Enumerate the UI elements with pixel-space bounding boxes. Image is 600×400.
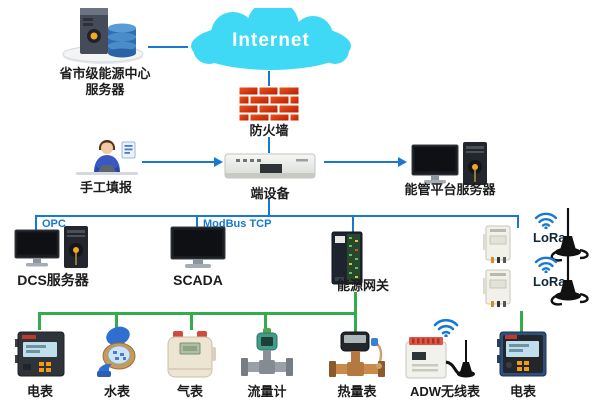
gas-meter-label: 气表 — [176, 384, 203, 399]
gbus-drop-water — [115, 312, 118, 330]
water-meter-icon — [94, 326, 142, 385]
opc-protocol-label: OPC — [42, 218, 66, 230]
lora2-wifi-icon — [533, 253, 559, 278]
center-server-label-line1: 省市级能源中心 — [59, 66, 151, 81]
arrowhead-right-1 — [214, 157, 223, 167]
heat-meter-label: 热量表 — [337, 384, 377, 399]
gbus-drop-flow — [264, 312, 267, 330]
blue-bus — [35, 215, 519, 217]
internet-label: Internet — [232, 30, 310, 51]
flow-meter-label: 流量计 — [247, 384, 287, 399]
gbus-drop-gas — [190, 312, 193, 330]
gbus-drop-elec — [38, 312, 41, 330]
center-server-icon — [60, 6, 146, 71]
center-server-label: 省市级能源中心 服务器 — [30, 66, 180, 99]
center-server-label-line2: 服务器 — [85, 82, 125, 98]
platform-server-icon — [411, 141, 489, 194]
bus-drop-lora1 — [517, 215, 519, 228]
platform-server-label: 能管平台服务器 — [404, 182, 496, 197]
electric-meter-left-label: 电表 — [26, 384, 53, 399]
dcs-server-label: DCS服务器 — [17, 272, 89, 288]
lora1-module-icon — [483, 224, 513, 269]
adw-meter-label: ADW无线表 — [409, 384, 481, 399]
arrow-manual-to-enddevice — [142, 161, 216, 163]
bus-drop-scada — [196, 215, 198, 230]
lora2-module-icon — [483, 268, 513, 313]
manual-entry-label: 手工填报 — [79, 180, 132, 195]
gas-meter-icon — [164, 329, 216, 384]
flow-meter-icon — [239, 326, 295, 385]
firewall-label: 防火墙 — [249, 123, 289, 138]
arrowhead-right-2 — [398, 157, 407, 167]
lora2-antenna-icon — [548, 250, 592, 313]
water-meter-label: 水表 — [103, 384, 130, 399]
heat-meter-icon — [327, 328, 387, 385]
scada-icon — [170, 226, 226, 277]
dcs-server-icon — [14, 224, 90, 277]
manual-entry-icon — [72, 136, 142, 183]
bus-drop-dcs — [35, 215, 37, 230]
gateway-label: 能源网关 — [336, 278, 389, 293]
electric-meter-right-label: 电表 — [509, 384, 536, 399]
adw-module-icon — [404, 336, 476, 387]
link-internet-firewall — [268, 71, 270, 86]
internet-cloud: Internet — [185, 0, 357, 74]
electric-meter-left-icon — [15, 331, 65, 382]
green-bus — [38, 312, 356, 315]
lora2-label: LoRa — [533, 274, 566, 289]
link-enddevice-bus — [268, 199, 270, 217]
link-firewall-enddevice — [268, 137, 270, 153]
bus-drop-gateway — [352, 215, 354, 232]
end-device-icon — [224, 151, 316, 186]
gateway-icon — [331, 231, 363, 292]
firewall-icon — [238, 86, 300, 127]
link-server-internet — [148, 46, 188, 48]
lora1-label: LoRa — [533, 230, 566, 245]
end-device-label: 端设备 — [250, 186, 290, 201]
adw-wifi-icon — [432, 315, 460, 342]
scada-label: SCADA — [173, 272, 223, 288]
electric-meter-right-icon — [497, 331, 547, 382]
lora1-wifi-icon — [533, 209, 559, 234]
arrow-enddevice-to-platform — [324, 161, 400, 163]
link-lora2-elec-right — [520, 311, 523, 332]
